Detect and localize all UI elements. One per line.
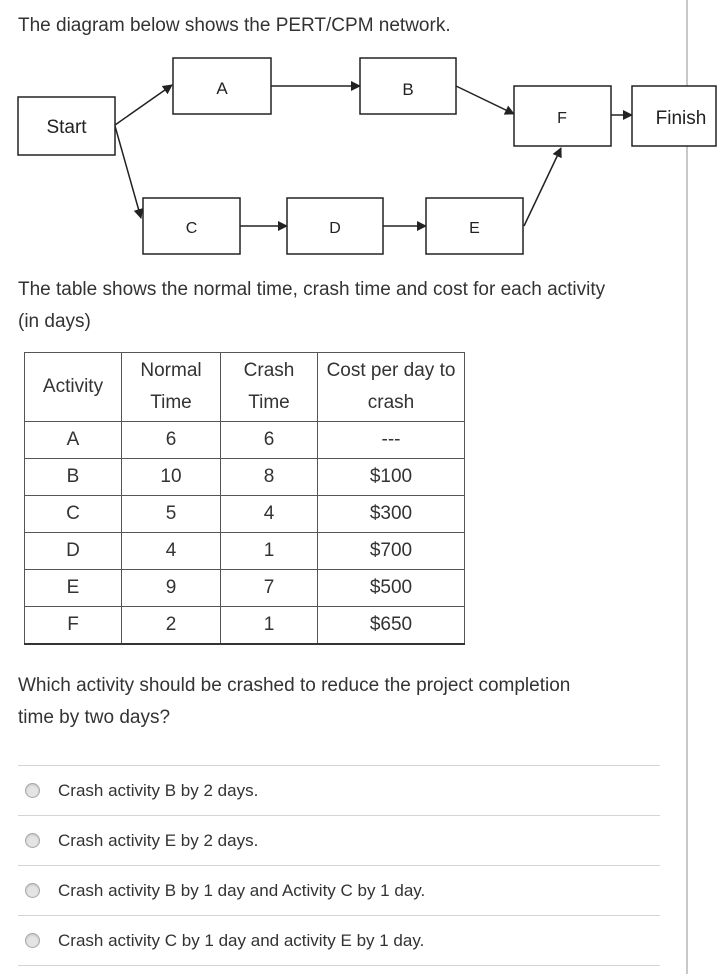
right-divider: [686, 0, 688, 974]
node-finish-box: [631, 85, 717, 147]
answer-option[interactable]: Crash activity B by 2 days.: [18, 766, 660, 816]
header-cost-per-day: Cost per day to crash: [317, 352, 465, 422]
cell-crash-time: 4: [220, 495, 318, 533]
cell-crash-time: 8: [220, 458, 318, 496]
node-start-box: [17, 96, 116, 156]
table-row: B 10 8 $100: [24, 458, 465, 496]
cell-activity: E: [24, 569, 122, 607]
table-intro-line-2: (in days): [18, 311, 91, 332]
cell-crash-time: 1: [220, 606, 318, 645]
cell-activity: A: [24, 421, 122, 459]
table-row: F 2 1 $650: [24, 606, 465, 645]
question-text: Which activity should be crashed to redu…: [18, 670, 658, 734]
answer-option[interactable]: Crash activity B by 1 day and Activity C…: [18, 866, 660, 916]
edge-e-f: [523, 147, 562, 227]
table-header-row: Activity Normal Time Crash Time Cost per…: [24, 352, 465, 422]
cell-normal-time: 9: [121, 569, 221, 607]
node-finish-label: Finish: [656, 108, 707, 129]
answer-option-label: Crash activity C by 1 day and activity E…: [58, 930, 425, 950]
table-intro-text: The table shows the normal time, crash t…: [18, 274, 678, 338]
answer-option[interactable]: Crash activity C by 1 day and activity E…: [18, 916, 660, 966]
radio-button[interactable]: [25, 883, 40, 898]
cell-cost: $100: [317, 458, 465, 496]
answer-option-label: Crash activity B by 1 day and Activity C…: [58, 880, 426, 900]
pert-network-diagram: Start A B F Finish C D E: [17, 57, 717, 255]
node-b-label: B: [402, 80, 413, 99]
node-e-box: [425, 197, 524, 255]
edge-b-f: [455, 85, 515, 115]
radio-button[interactable]: [25, 833, 40, 848]
cell-activity: B: [24, 458, 122, 496]
node-c-box: [142, 197, 241, 255]
node-d-box: [286, 197, 384, 255]
table-row: D 4 1 $700: [24, 532, 465, 570]
cell-normal-time: 10: [121, 458, 221, 496]
cell-normal-time: 2: [121, 606, 221, 645]
table-intro-line-1: The table shows the normal time, crash t…: [18, 279, 606, 300]
answer-option-label: Crash activity B by 2 days.: [58, 780, 259, 800]
node-e-label: E: [469, 220, 480, 237]
answer-options: Crash activity B by 2 days. Crash activi…: [18, 765, 660, 966]
answer-option-label: Crash activity E by 2 days.: [58, 830, 259, 850]
table-row: A 6 6 ---: [24, 421, 465, 459]
cell-crash-time: 1: [220, 532, 318, 570]
header-normal-time: Normal Time: [121, 352, 221, 422]
cell-cost: $500: [317, 569, 465, 607]
node-f-label: F: [557, 110, 567, 127]
radio-button[interactable]: [25, 933, 40, 948]
cell-crash-time: 7: [220, 569, 318, 607]
radio-button[interactable]: [25, 783, 40, 798]
cell-crash-time: 6: [220, 421, 318, 459]
header-activity: Activity: [24, 352, 122, 422]
cell-normal-time: 4: [121, 532, 221, 570]
intro-text: The diagram below shows the PERT/CPM net…: [18, 15, 451, 36]
node-a-box: [172, 57, 272, 115]
node-c-label: C: [186, 220, 198, 237]
activity-table: Activity Normal Time Crash Time Cost per…: [24, 352, 465, 645]
question-line-1: Which activity should be crashed to redu…: [18, 675, 571, 696]
cell-activity: D: [24, 532, 122, 570]
cell-cost: $300: [317, 495, 465, 533]
cell-cost: ---: [317, 421, 465, 459]
cell-activity: C: [24, 495, 122, 533]
table-row: E 9 7 $500: [24, 569, 465, 607]
question-line-2: time by two days?: [18, 707, 171, 728]
cell-cost: $700: [317, 532, 465, 570]
edge-start-a: [114, 84, 173, 126]
node-start-label: Start: [46, 117, 87, 138]
node-d-label: D: [329, 220, 341, 237]
node-b-box: [359, 57, 457, 115]
cell-normal-time: 5: [121, 495, 221, 533]
answer-option[interactable]: Crash activity E by 2 days.: [18, 816, 660, 866]
edge-start-c: [114, 125, 144, 219]
table-row: C 5 4 $300: [24, 495, 465, 533]
header-crash-time: Crash Time: [220, 352, 318, 422]
cell-cost: $650: [317, 606, 465, 645]
node-f-box: [513, 85, 612, 147]
cell-activity: F: [24, 606, 122, 645]
cell-normal-time: 6: [121, 421, 221, 459]
node-a-label: A: [216, 79, 228, 98]
